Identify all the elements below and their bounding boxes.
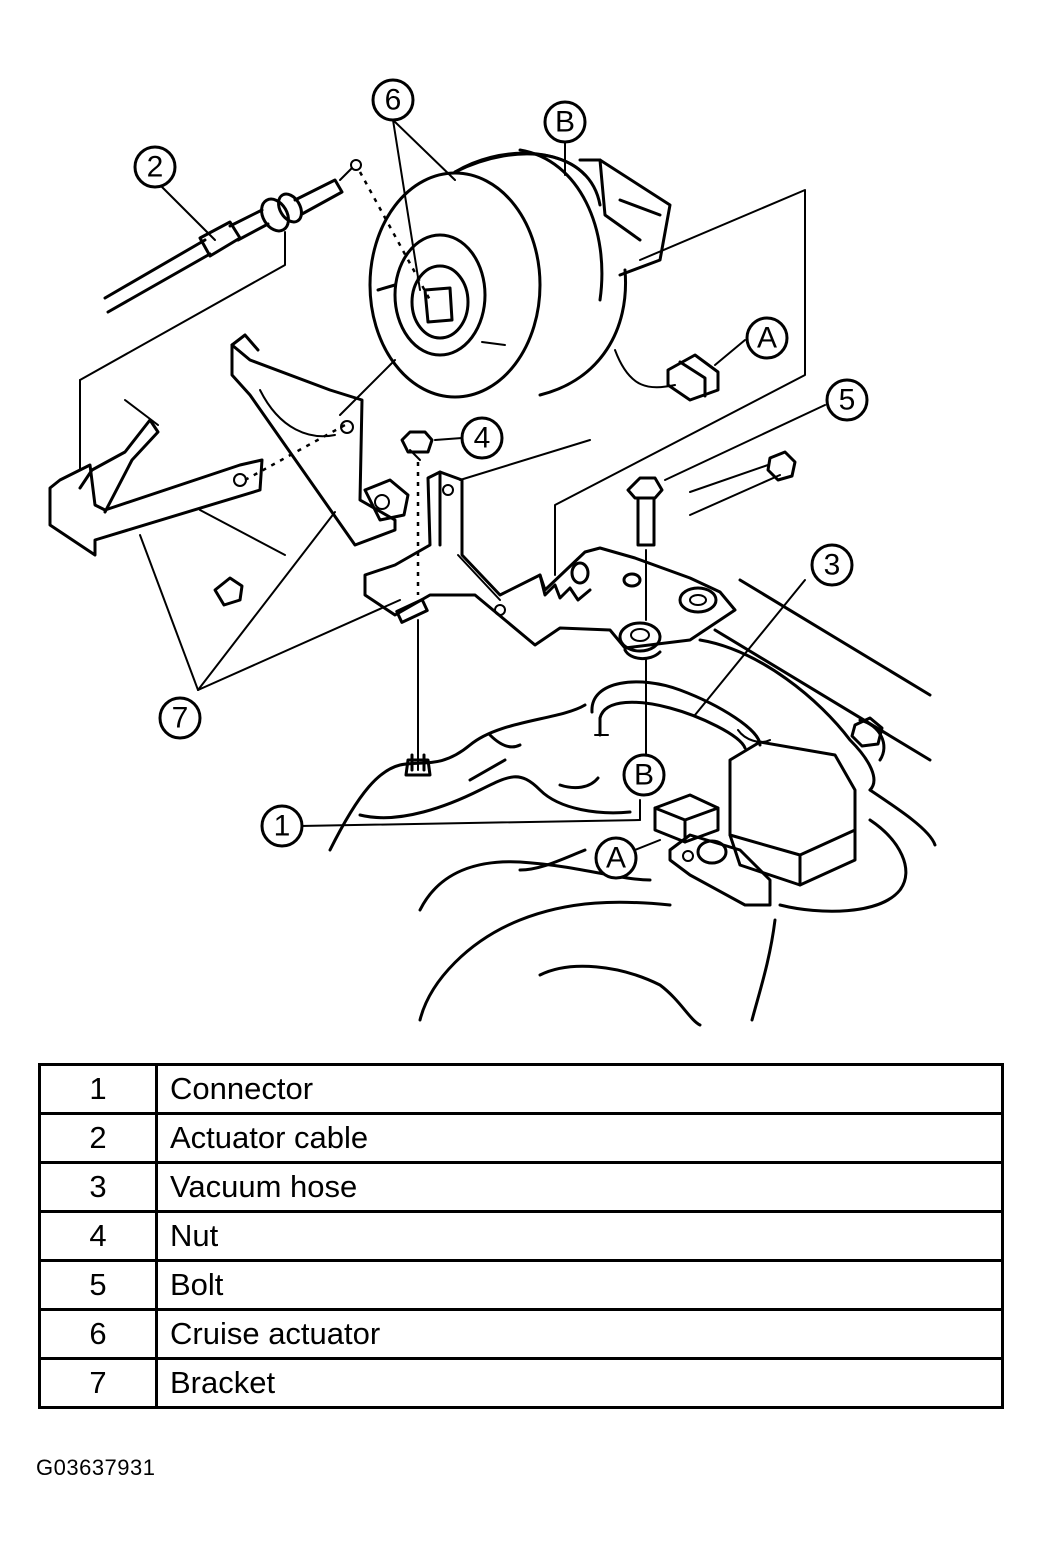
callout-b-top-label: B bbox=[555, 106, 575, 139]
callout-2-label: 2 bbox=[147, 151, 164, 184]
legend-description: Connector bbox=[155, 1063, 1004, 1115]
callout-b-top: B bbox=[543, 100, 587, 144]
callout-6: 6 bbox=[371, 78, 415, 122]
callout-3-label: 3 bbox=[824, 549, 841, 582]
cruise-actuator-exploded-diagram: 2 6 B A 5 4 3 7 B 1 A bbox=[48, 78, 937, 1027]
callout-1: 1 bbox=[260, 804, 304, 848]
callout-5: 5 bbox=[825, 378, 869, 422]
legend-description: Bolt bbox=[155, 1259, 1004, 1311]
legend-row: 5 Bolt bbox=[38, 1259, 1004, 1311]
callout-b-bottom: B bbox=[622, 753, 666, 797]
bracket-main bbox=[363, 470, 737, 660]
legend-description: Nut bbox=[155, 1210, 1004, 1262]
legend-number: 5 bbox=[38, 1259, 158, 1311]
legend-number: 6 bbox=[38, 1308, 158, 1360]
bolt bbox=[626, 450, 797, 761]
legend-row: 3 Vacuum hose bbox=[38, 1161, 1004, 1213]
legend-description: Vacuum hose bbox=[155, 1161, 1004, 1213]
figure-id: G03637931 bbox=[36, 1455, 156, 1480]
callout-4: 4 bbox=[460, 416, 504, 460]
legend-row: 7 Bracket bbox=[38, 1357, 1004, 1409]
actuator-connector bbox=[666, 353, 720, 402]
callout-5-label: 5 bbox=[839, 384, 856, 417]
callout-a-top-label: A bbox=[757, 322, 777, 355]
cruise-actuator bbox=[368, 148, 676, 399]
callout-2: 2 bbox=[133, 145, 177, 189]
parts-legend-table: 1 Connector 2 Actuator cable 3 Vacuum ho… bbox=[38, 1063, 1004, 1409]
callout-7: 7 bbox=[158, 696, 202, 740]
callout-7-label: 7 bbox=[172, 702, 189, 735]
legend-row: 4 Nut bbox=[38, 1210, 1004, 1262]
legend-row: 1 Connector bbox=[38, 1063, 1004, 1115]
callout-1-label: 1 bbox=[274, 810, 291, 843]
legend-number: 7 bbox=[38, 1357, 158, 1409]
legend-number: 3 bbox=[38, 1161, 158, 1213]
bracket-middle bbox=[230, 333, 410, 547]
callout-b-bottom-label: B bbox=[634, 759, 654, 792]
callout-a-top: A bbox=[745, 316, 789, 360]
legend-row: 2 Actuator cable bbox=[38, 1112, 1004, 1164]
callout-a-bottom: A bbox=[594, 836, 638, 880]
bracket-left bbox=[48, 399, 346, 607]
nut bbox=[400, 430, 434, 777]
callout-4-label: 4 bbox=[474, 422, 491, 455]
vehicle-body-outline bbox=[328, 578, 937, 1027]
legend-number: 2 bbox=[38, 1112, 158, 1164]
callout-3: 3 bbox=[810, 543, 854, 587]
lower-actuator-unit bbox=[653, 729, 857, 907]
legend-row: 6 Cruise actuator bbox=[38, 1308, 1004, 1360]
callout-a-bottom-label: A bbox=[606, 842, 626, 875]
mounting-reference-lines bbox=[79, 189, 806, 576]
legend-description: Bracket bbox=[155, 1357, 1004, 1409]
legend-description: Cruise actuator bbox=[155, 1308, 1004, 1360]
legend-number: 1 bbox=[38, 1063, 158, 1115]
vacuum-hose bbox=[590, 680, 762, 750]
legend-description: Actuator cable bbox=[155, 1112, 1004, 1164]
legend-number: 4 bbox=[38, 1210, 158, 1262]
leader-lines bbox=[139, 119, 826, 851]
callout-6-label: 6 bbox=[385, 84, 402, 117]
